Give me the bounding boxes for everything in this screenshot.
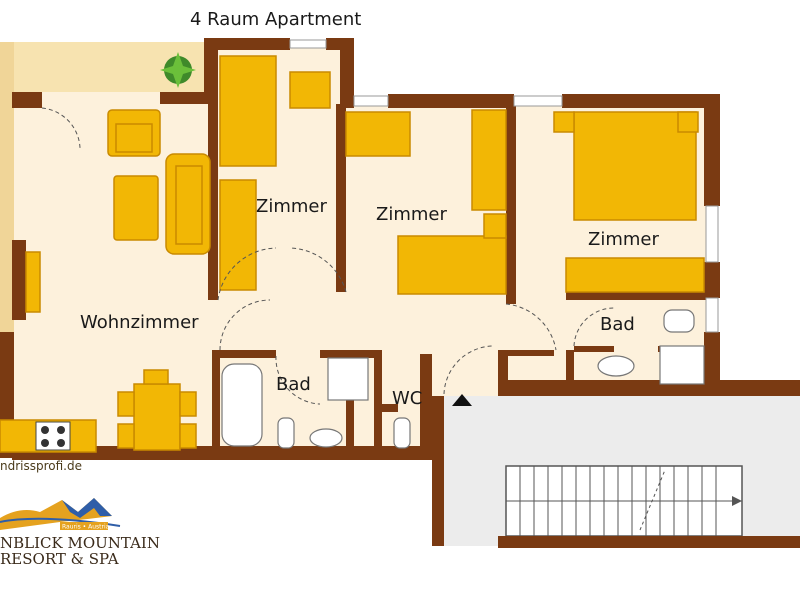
- room-label-bad-1: Bad: [276, 374, 311, 395]
- room-label-zimmer-2: Zimmer: [376, 204, 447, 225]
- plan-title: 4 Raum Apartment: [190, 9, 361, 30]
- stove-icon: [35, 421, 71, 451]
- staircase: [505, 465, 743, 537]
- plant-icon: [160, 52, 196, 88]
- room-label-zimmer-1: Zimmer: [256, 196, 327, 217]
- furniture: [0, 55, 705, 453]
- credit-text: ndrissprofi.de: [0, 459, 82, 473]
- logo-tagline: Rauris • Austria: [62, 524, 110, 531]
- room-label-bad-2: Bad: [600, 314, 635, 335]
- room-label-wohnzimmer: Wohnzimmer: [80, 312, 199, 333]
- logo-line-1: NBLICK MOUNTAIN: [0, 534, 160, 552]
- terrace-inner: [0, 42, 14, 332]
- windows: [289, 39, 719, 333]
- walls: [0, 38, 800, 548]
- logo-line-2: RESORT & SPA: [0, 550, 119, 568]
- door-swings: [41, 107, 615, 405]
- resort-logo: Rauris • Austria NBLICK MOUNTAIN RESORT …: [0, 498, 160, 568]
- sanitary-fixtures: [221, 309, 705, 449]
- room-label-zimmer-3: Zimmer: [588, 229, 659, 250]
- entrance-arrow-icon: [452, 394, 472, 406]
- room-label-wc: WC: [392, 388, 422, 409]
